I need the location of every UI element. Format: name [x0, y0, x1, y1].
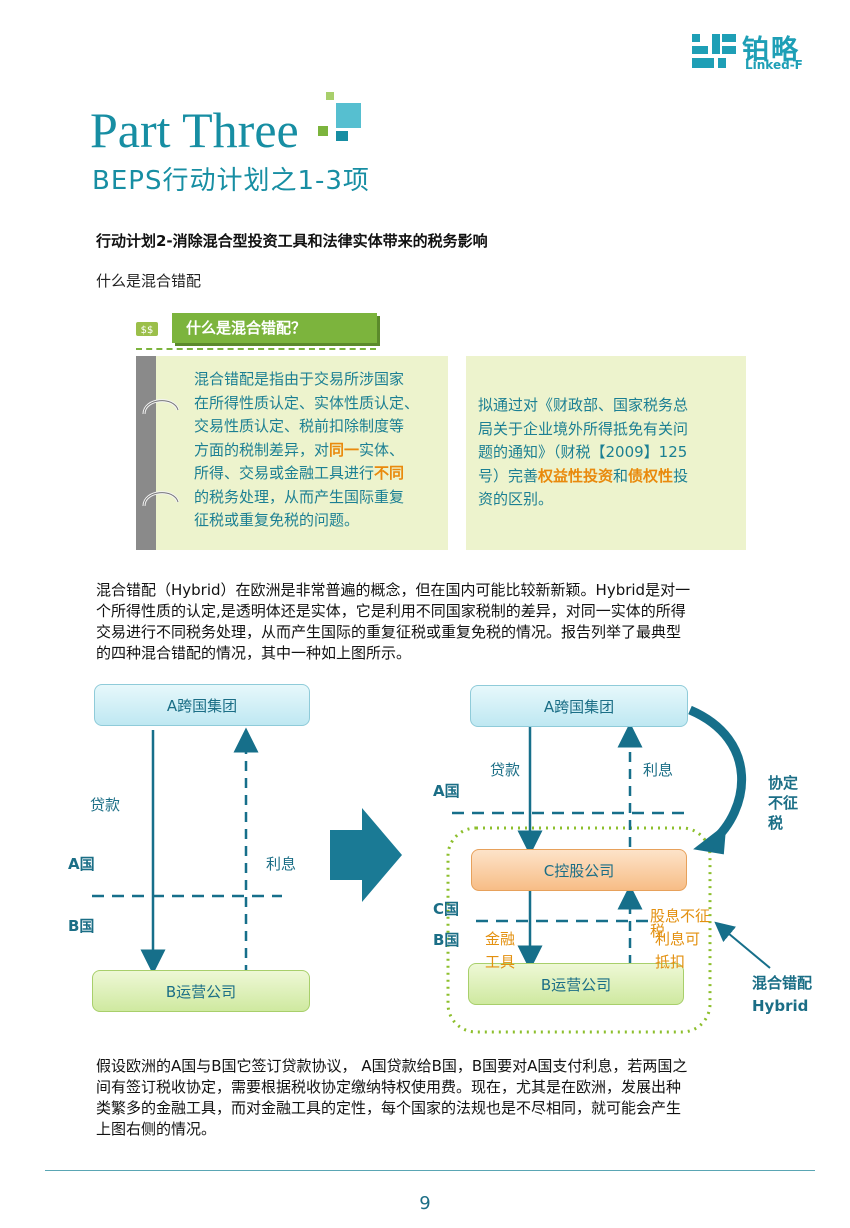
section-title: 行动计划2-消除混合型投资工具和法律实体带来的税务影响: [96, 232, 488, 250]
tag-divider: [136, 348, 376, 350]
what-is-hybrid-tag: 什么是混合错配？: [172, 313, 377, 343]
paragraph-line: 的四种混合错配的情况，其中一种如上图所示。: [96, 644, 412, 662]
example-paragraph: 假设欧洲的A国与B国它签订贷款协议， A国贷款给B国，B国要对A国支付利息，若两…: [96, 1056, 786, 1140]
logo-chinese-name: 铂略: [742, 35, 800, 66]
logo-english-name: Linked-F: [745, 58, 803, 72]
paragraph-line: 间有签订税收协定，需要根据税收协定缴纳特权使用费。现在，尤其是在欧洲，发展出种: [96, 1078, 682, 1096]
text-line: 征税或重复免税的问题。: [194, 511, 360, 529]
text-line: 题的通知》（财税【2009】125: [478, 443, 688, 461]
highlight-different: 不同: [374, 464, 405, 482]
binder-ring-icon: [142, 399, 180, 415]
decor-square: [336, 103, 361, 128]
decor-square: [326, 92, 334, 100]
paragraph-line: 上图右侧的情况。: [96, 1120, 217, 1138]
loan-label: 贷款: [490, 761, 521, 779]
paragraph-line: 类繁多的金融工具，而对金融工具的定性，每个国家的法规也是不尽相同，就可能会产生: [96, 1099, 682, 1117]
loan-label: 贷款: [90, 796, 121, 814]
linked-f-logo-icon: [692, 34, 736, 68]
dividend-exempt-label-tail: 税: [650, 922, 666, 940]
text-line: 混合错配是指由于交易所涉国家: [194, 370, 405, 388]
a-group-box-right: A跨国集团: [470, 685, 688, 727]
part-subtitle: BEPS行动计划之1-3项: [92, 166, 370, 196]
transform-arrow-icon: [330, 808, 402, 902]
tag-bullet-icon: $$: [136, 322, 158, 336]
definition-text: 混合错配是指由于交易所涉国家 在所得性质认定、实体性质认定、 交易性质认定、税前…: [194, 368, 444, 533]
definition-box: [136, 356, 448, 550]
highlight-same: 同一: [329, 440, 360, 459]
hybrid-pointer: [714, 921, 771, 969]
text-line: 的税务处理，从而产生国际重复: [194, 487, 405, 506]
interest-label: 利息: [266, 855, 297, 873]
paragraph-line: 混合错配（Hybrid）在欧洲是非常普遍的概念，但在国内可能比较新新颖。Hybr…: [96, 581, 691, 599]
policy-box: [466, 356, 746, 550]
paragraph-line: 个所得性质的认定,是透明体还是实体，它是利用不同国家税制的差异，对同一实体的所得: [96, 602, 686, 620]
highlight-equity: 权益性投资: [538, 466, 614, 485]
country-a-label: A国: [433, 782, 460, 800]
text-line: 交易性质认定、税前扣除制度等: [194, 417, 405, 435]
text-line: 方面的税制差异，对同一实体、: [194, 440, 405, 459]
dividend-exempt-label: 股息不征: [650, 907, 711, 925]
country-a-label: A国: [68, 855, 95, 873]
treaty-no-tax-label: 协定 不征 税: [768, 774, 799, 832]
footer-rule: [45, 1170, 815, 1171]
svg-text:$$: $$: [141, 325, 154, 336]
country-b-label: B国: [68, 917, 95, 935]
b-company-box-right: B运营公司: [468, 963, 684, 1005]
text-line: 拟通过对《财政部、国家税务总: [478, 396, 689, 414]
country-b-label: B国: [433, 931, 460, 949]
text-line: 所得、交易或金融工具进行不同: [194, 464, 405, 482]
interest-label: 利息: [643, 761, 674, 779]
decor-square: [336, 131, 348, 141]
text-line: 号）完善权益性投资和债权性投: [478, 466, 689, 485]
text-line: 局关于企业境外所得抵免有关问: [478, 419, 689, 438]
interest-deductible-label: 利息可 抵扣: [655, 930, 701, 971]
b-company-box-left: B运营公司: [92, 970, 310, 1012]
part-title: Part Three: [90, 102, 299, 158]
c-holding-box: C控股公司: [471, 849, 687, 891]
binder-ring-icon: [142, 491, 180, 507]
question-heading: 什么是混合错配: [96, 272, 202, 290]
highlight-debt: 债权性: [628, 466, 674, 485]
paragraph-line: 交易进行不同税务处理，从而产生国际的重复征税或重复免税的情况。报告列举了最典型: [96, 623, 682, 641]
page-number: 9: [419, 1193, 431, 1214]
binder-strip: [136, 356, 156, 550]
hybrid-boundary: [446, 826, 712, 1034]
paragraph-line: 假设欧洲的A国与B国它签订贷款协议， A国贷款给B国，B国要对A国支付利息，若两…: [96, 1057, 688, 1075]
decor-square: [318, 126, 328, 136]
policy-text: 拟通过对《财政部、国家税务总 局关于企业境外所得抵免有关问 题的通知》（财税【2…: [478, 394, 740, 512]
hybrid-label: 混合错配 Hybrid: [752, 974, 813, 1015]
country-c-label: C国: [433, 900, 460, 918]
hybrid-explanation-paragraph: 混合错配（Hybrid）在欧洲是非常普遍的概念，但在国内可能比较新新颖。Hybr…: [96, 580, 786, 664]
a-group-box-left: A跨国集团: [94, 684, 310, 726]
financial-instrument-label: 金融 工具: [485, 930, 516, 971]
text-line: 资的区别。: [478, 490, 554, 508]
hybrid-diagram: [92, 705, 771, 1034]
treaty-curved-arrow-icon: [688, 705, 747, 846]
text-line: 在所得性质认定、实体性质认定、: [194, 393, 420, 412]
